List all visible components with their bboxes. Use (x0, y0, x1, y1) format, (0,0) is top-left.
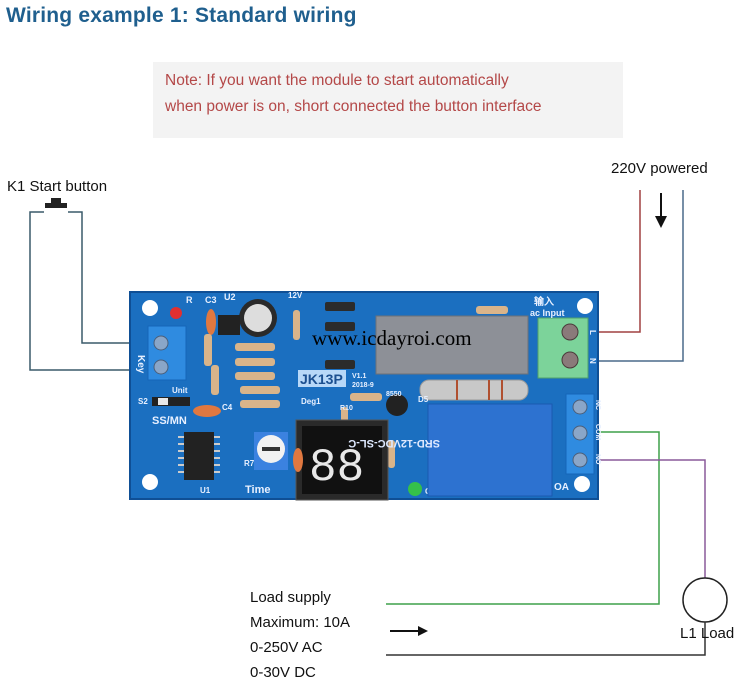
relay-terminal-block (565, 393, 595, 475)
load-supply-line-4: 0-30V DC (250, 664, 316, 681)
live-wire (588, 190, 641, 333)
12v-silk: 12V (288, 291, 303, 300)
power-arrow-icon (655, 193, 667, 228)
no-wire (596, 459, 706, 578)
ac-input-terminal (537, 317, 589, 379)
diodes (325, 302, 355, 369)
seven-segment-display: 88 (295, 419, 389, 501)
transistor (386, 394, 408, 416)
load-supply-line-2: Maximum: 10A (250, 614, 351, 631)
load-lamp-icon (682, 577, 728, 623)
com-wire (386, 431, 660, 605)
start-button-label: K1 Start button (7, 178, 108, 195)
relay: SRD-12VDC-SL-C (348, 403, 553, 497)
key-silk: Key (135, 355, 146, 374)
u2-silk: U2 (224, 292, 236, 302)
relay-text: SRD-12VDC-SL-C (348, 437, 440, 449)
load-supply-line-1: Load supply (250, 589, 331, 606)
unit-silk: Unit (172, 386, 188, 395)
c3-silk: C3 (205, 295, 217, 305)
capacitor-block (375, 315, 529, 375)
oa-silk: OA (554, 482, 569, 493)
note-line-2: when power is on, short connected the bu… (165, 98, 542, 115)
u1-silk: U1 (200, 486, 211, 495)
display-digits: 88 (309, 442, 364, 494)
deg-silk: Deg1 (301, 397, 321, 406)
green-led (408, 482, 422, 496)
diagram-title: Wiring example 1: Standard wiring (6, 4, 357, 27)
neutral-wire (588, 190, 684, 362)
load-supply-line-3: 0-250V AC (250, 639, 323, 656)
nc-silk: NC (594, 400, 601, 410)
power-resistor (419, 379, 529, 401)
red-led (170, 307, 182, 319)
resistors (204, 306, 508, 468)
key-wire-1 (29, 211, 152, 371)
time-silk: Time (245, 484, 270, 496)
input-cn-silk: 输入 (534, 295, 554, 308)
model-label-bg (298, 370, 346, 387)
ic-u1 (178, 432, 220, 480)
load-return-wire (386, 622, 706, 656)
s2-silk: S2 (138, 397, 148, 406)
load-arrow-icon (390, 626, 428, 636)
note-line-1: Note: If you want the module to start au… (165, 72, 509, 89)
key-wire-2 (68, 211, 152, 344)
power-label: 220V powered (611, 160, 708, 177)
model-label: JK13P (300, 371, 343, 387)
load-label: L1 Load (680, 625, 735, 642)
key-terminal-block (147, 325, 187, 381)
relay-module-board: Key R C3 U2 12V (129, 291, 601, 501)
r7-silk: R7 (244, 459, 255, 468)
date-silk: 2018-9 (352, 382, 374, 389)
com-silk: COM (594, 424, 601, 441)
push-button-icon (45, 198, 67, 208)
start-button-wires (29, 211, 152, 371)
r-silk: R (186, 295, 193, 305)
c4-silk: C4 (222, 403, 233, 412)
time-potentiometer (254, 432, 288, 470)
ss-mn-silk: SS/MN (152, 415, 187, 427)
d5-silk: D5 (418, 395, 429, 404)
version-silk: V1.1 (352, 373, 367, 380)
input-silk: ac Input (530, 308, 565, 318)
r10-silk: R10 (340, 405, 353, 412)
note-box: Note: If you want the module to start au… (153, 62, 623, 138)
l-silk: L (588, 330, 597, 335)
no-silk: NO (594, 454, 601, 465)
q1-silk: 8550 (386, 391, 402, 398)
watermark: www.icdayroi.com (312, 326, 472, 350)
n-silk: N (588, 358, 597, 364)
s2-jumper (152, 397, 190, 406)
